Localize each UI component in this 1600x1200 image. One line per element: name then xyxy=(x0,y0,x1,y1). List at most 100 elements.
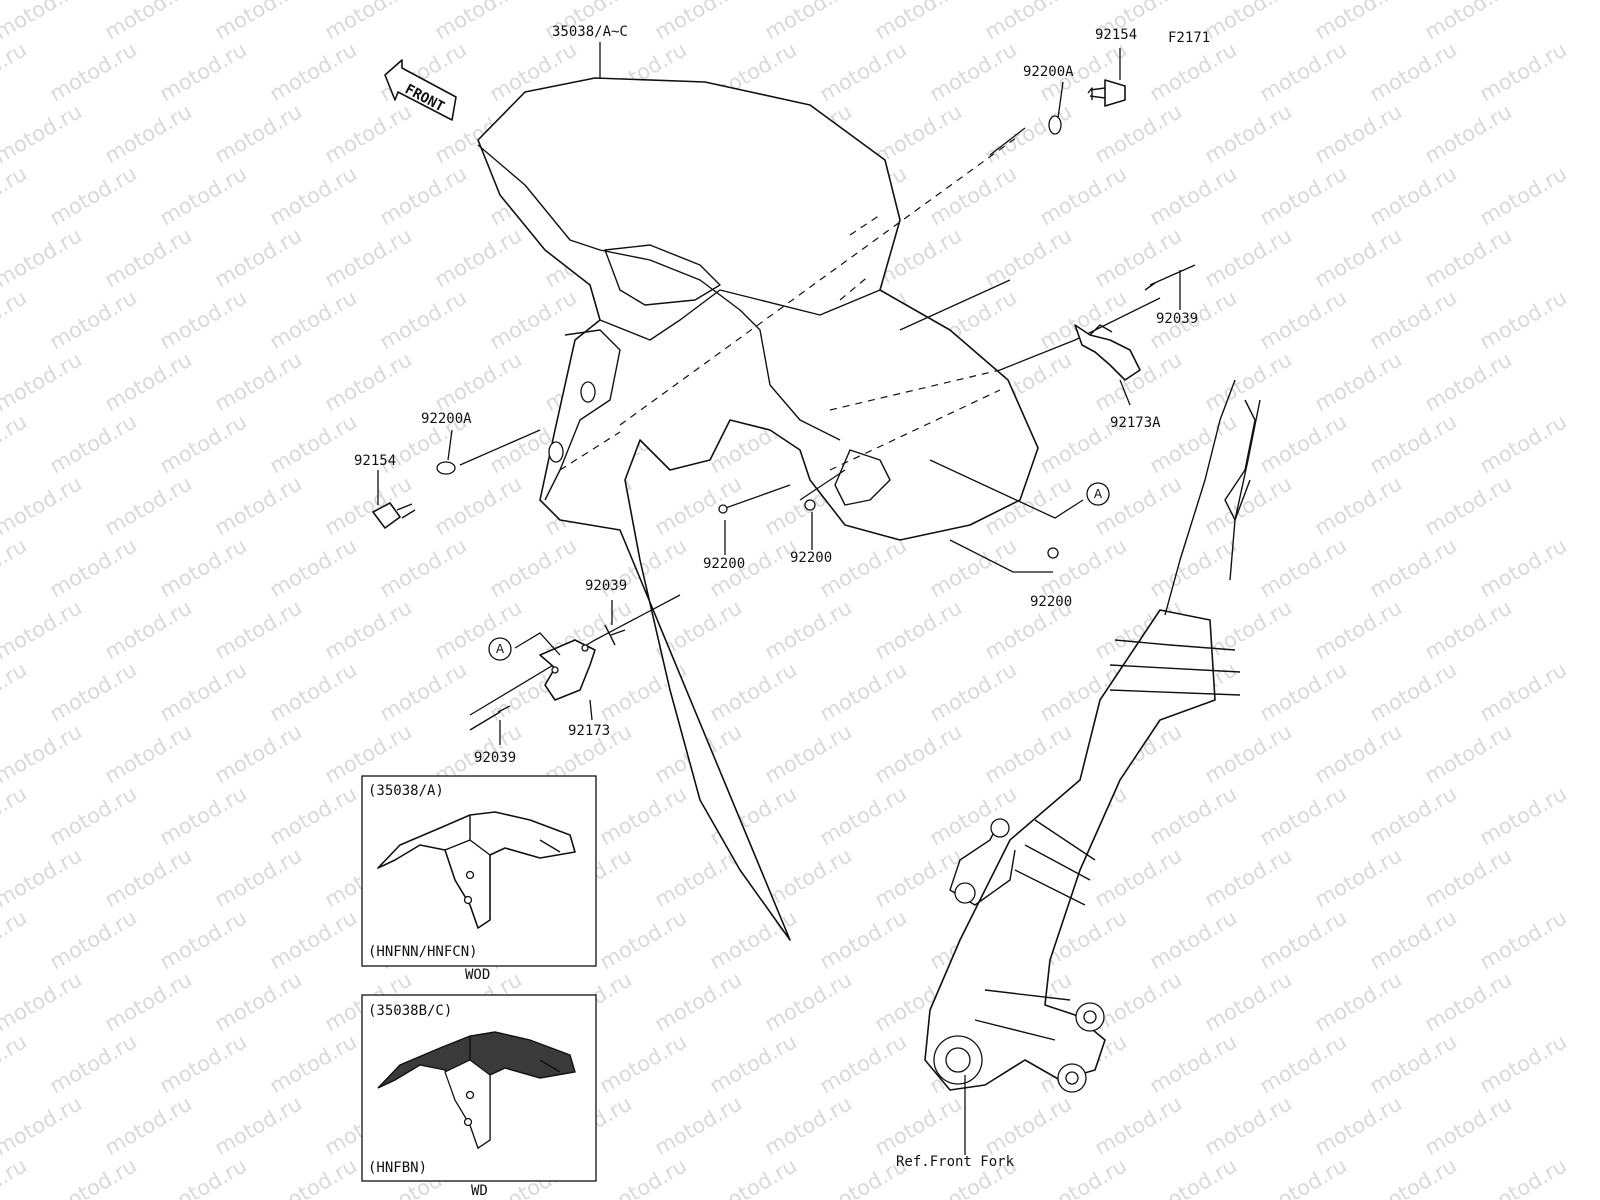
watermark-text: motod.ru xyxy=(1476,657,1571,726)
watermark-text: motod.ru xyxy=(761,0,856,44)
watermark-text: motod.ru xyxy=(1146,161,1241,230)
watermark-text: motod.ru xyxy=(1256,409,1351,478)
label-fender: 35038/A~C xyxy=(552,24,628,40)
watermark-text: motod.ru xyxy=(1146,1029,1241,1098)
front-fork-illustration xyxy=(924,379,1261,1093)
watermark-text: motod.ru xyxy=(321,595,416,664)
watermark-text: motod.ru xyxy=(266,161,361,230)
watermark-text: motod.ru xyxy=(1366,285,1461,354)
watermark-text: motod.ru xyxy=(0,285,31,354)
label-clamp-right: 92173A xyxy=(1110,415,1161,431)
watermark-text: motod.ru xyxy=(1366,657,1461,726)
watermark-text: motod.ru xyxy=(1476,161,1571,230)
watermark-text: motod.ru xyxy=(1311,595,1406,664)
watermark-text: motod.ru xyxy=(1476,285,1571,354)
watermark-text: motod.ru xyxy=(46,657,141,726)
watermark-text: motod.ru xyxy=(46,409,141,478)
watermark-text: motod.ru xyxy=(266,905,361,974)
watermark-text: motod.ru xyxy=(871,99,966,168)
callout-markers: A A xyxy=(488,482,1110,661)
watermark-text: motod.ru xyxy=(1311,967,1406,1036)
watermark-text: motod.ru xyxy=(1201,0,1296,44)
watermark-text: motod.ru xyxy=(211,967,306,1036)
label-clamp-left: 92173 xyxy=(568,723,610,739)
watermark-text: motod.ru xyxy=(761,1091,856,1160)
watermark-text: motod.ru xyxy=(266,781,361,850)
watermark-text: motod.ru xyxy=(981,223,1076,292)
watermark-text: motod.ru xyxy=(1256,285,1351,354)
watermark-text: motod.ru xyxy=(266,657,361,726)
watermark-text: motod.ru xyxy=(0,719,86,788)
watermark-text: motod.ru xyxy=(1256,1029,1351,1098)
watermark-text: motod.ru xyxy=(816,1029,911,1098)
watermark-text: motod.ru xyxy=(1201,595,1296,664)
watermark-text: motod.ru xyxy=(46,905,141,974)
watermark-text: motod.ru xyxy=(926,781,1021,850)
watermark-text: motod.ru xyxy=(46,781,141,850)
watermark-text: motod.ru xyxy=(486,533,581,602)
watermark-text: motod.ru xyxy=(376,285,471,354)
watermark-text: motod.ru xyxy=(1476,37,1571,106)
watermark-text: motod.ru xyxy=(211,1091,306,1160)
watermark-text: motod.ru xyxy=(1146,781,1241,850)
watermark-text: motod.ru xyxy=(1201,843,1296,912)
watermark-text: motod.ru xyxy=(211,719,306,788)
watermark-text: motod.ru xyxy=(1476,905,1571,974)
watermark-text: motod.ru xyxy=(1256,905,1351,974)
watermark-text: motod.ru xyxy=(706,657,801,726)
fasteners xyxy=(372,79,1196,731)
watermark-text: motod.ru xyxy=(156,285,251,354)
watermark-text: motod.ru xyxy=(376,657,471,726)
watermark-text: motod.ru xyxy=(981,99,1076,168)
watermark-text: motod.ru xyxy=(1201,1091,1296,1160)
watermark-text: motod.ru xyxy=(0,0,86,44)
watermark-text: motod.ru xyxy=(46,533,141,602)
watermark-text: motod.ru xyxy=(1421,471,1516,540)
watermark-text: motod.ru xyxy=(1146,533,1241,602)
watermark-text: motod.ru xyxy=(816,905,911,974)
inset-wod-title: (35038/A) xyxy=(368,783,444,799)
watermark-text: motod.ru xyxy=(321,471,416,540)
watermark-text: motod.ru xyxy=(1476,1153,1571,1200)
watermark-text: motod.ru xyxy=(211,843,306,912)
watermark-text: motod.ru xyxy=(761,595,856,664)
watermark-text: motod.ru xyxy=(101,595,196,664)
watermark-text: motod.ru xyxy=(46,161,141,230)
watermark-text: motod.ru xyxy=(211,99,306,168)
inset-wod-model: (HNFNN/HNFCN) xyxy=(368,944,478,960)
watermark-text: motod.ru xyxy=(431,471,526,540)
inset-wd: (35038B/C) (HNFBN) WD xyxy=(361,994,597,1199)
watermark-text: motod.ru xyxy=(0,37,31,106)
watermark-text: motod.ru xyxy=(211,0,306,44)
watermark-text: motod.ru xyxy=(101,99,196,168)
watermark-text: motod.ru xyxy=(1366,409,1461,478)
watermark-text: motod.ru xyxy=(981,1091,1076,1160)
watermark-text: motod.ru xyxy=(0,347,86,416)
watermark-text: motod.ru xyxy=(1256,161,1351,230)
watermark-text: motod.ru xyxy=(1091,967,1186,1036)
watermark-text: motod.ru xyxy=(266,285,361,354)
watermark-text: motod.ru xyxy=(266,409,361,478)
label-pin-left-top: 92039 xyxy=(585,578,627,594)
watermark-text: motod.ru xyxy=(1421,0,1516,44)
inset-wd-model: (HNFBN) xyxy=(368,1160,427,1176)
watermark-text: motod.ru xyxy=(871,719,966,788)
watermark-text: motod.ru xyxy=(1366,161,1461,230)
watermark-text: motod.ru xyxy=(0,409,31,478)
label-pin-left-bottom: 92039 xyxy=(474,750,516,766)
label-washer-right: 92200A xyxy=(1023,64,1074,80)
watermark-text: motod.ru xyxy=(1256,657,1351,726)
watermark-text: motod.ru xyxy=(1091,471,1186,540)
watermark-text: motod.ru xyxy=(1421,595,1516,664)
watermark-text: motod.ru xyxy=(816,533,911,602)
watermark-text: motod.ru xyxy=(1366,37,1461,106)
watermark-text: motod.ru xyxy=(1256,533,1351,602)
watermark-text: motod.ru xyxy=(816,37,911,106)
watermark-text: motod.ru xyxy=(651,0,746,44)
watermark-text: motod.ru xyxy=(101,719,196,788)
watermark-text: motod.ru xyxy=(1421,843,1516,912)
watermark-text: motod.ru xyxy=(1366,905,1461,974)
watermark-text: motod.ru xyxy=(156,161,251,230)
watermark-text: motod.ru xyxy=(0,471,86,540)
watermark-text: motod.ru xyxy=(211,471,306,540)
